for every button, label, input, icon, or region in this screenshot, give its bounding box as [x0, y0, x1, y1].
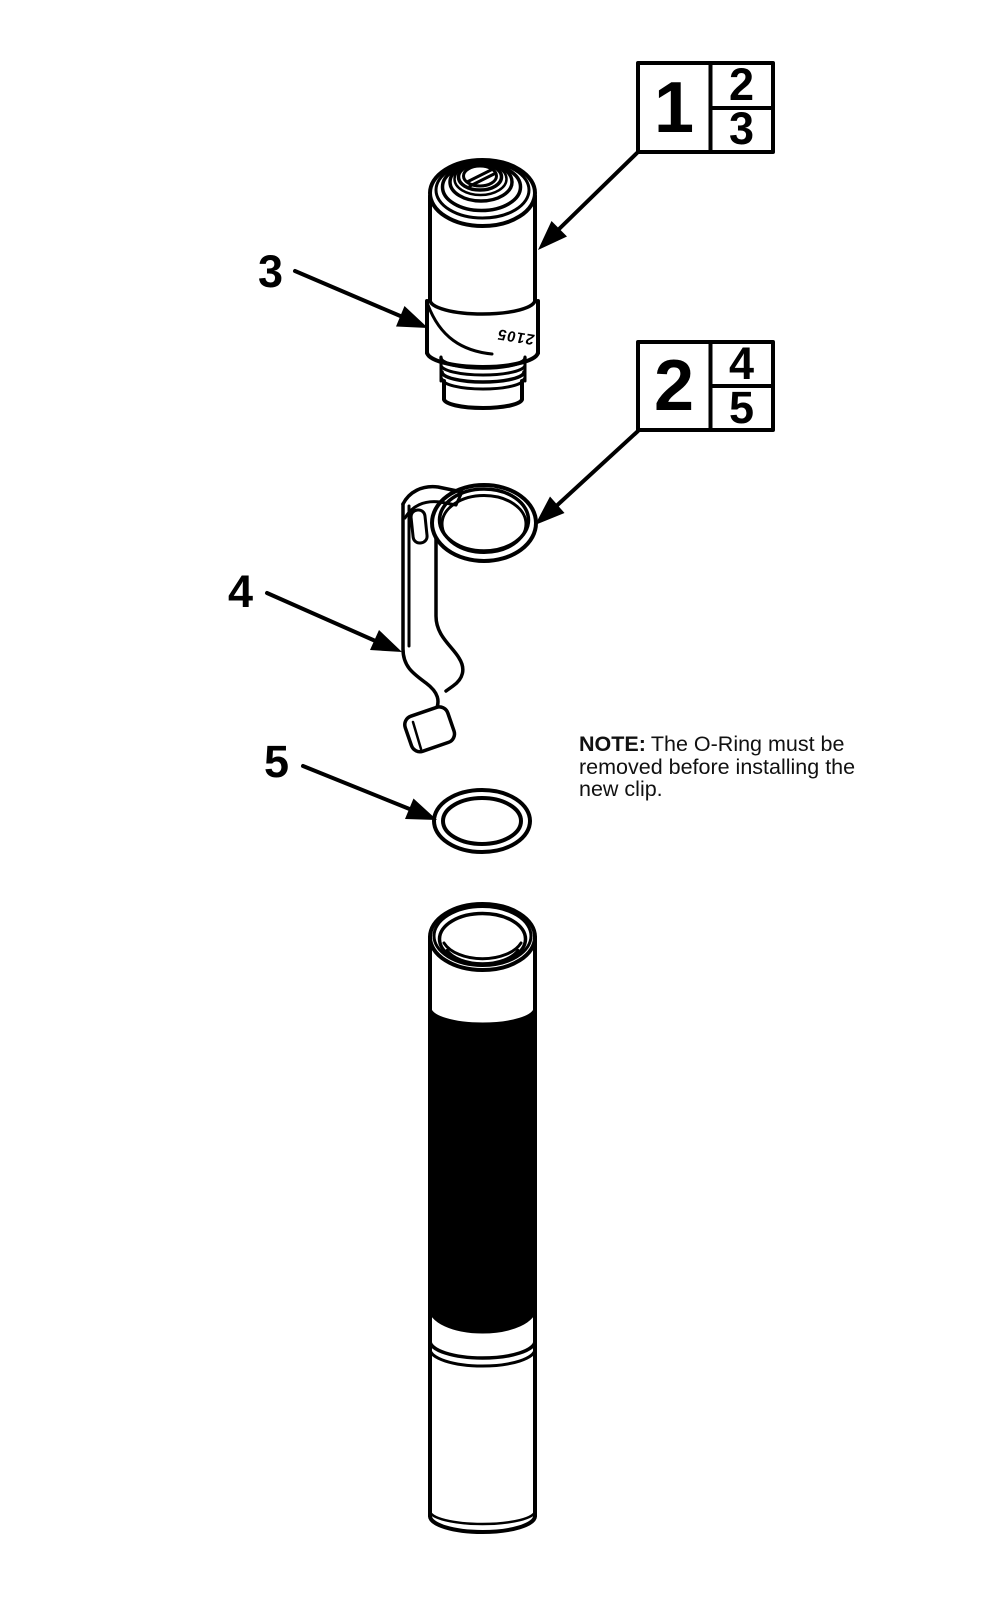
collar-seam	[426, 303, 494, 356]
switch-slot	[465, 168, 493, 184]
callout-box-2	[636, 340, 775, 432]
head-threads	[439, 355, 527, 391]
body-bottom	[428, 1514, 537, 1534]
arrow-label4-to-clip	[265, 591, 402, 652]
clip-flap	[403, 705, 457, 754]
pocket-clip	[401, 483, 538, 754]
callout1-primary: 1	[653, 67, 695, 148]
flashlight-body	[428, 902, 537, 1534]
arrow-box2-to-clip	[535, 429, 640, 525]
flashlight-head	[425, 158, 540, 410]
leader-arrows	[265, 150, 640, 820]
callout2-top: 4	[728, 337, 755, 389]
part-label-5: 5	[264, 736, 290, 787]
o-ring	[432, 788, 532, 854]
note-label: NOTE:	[579, 732, 646, 756]
part-label-4: 4	[228, 566, 254, 617]
callout1-top: 2	[728, 59, 755, 110]
callout1-bottom: 3	[728, 103, 755, 154]
arrow-box1-to-head	[538, 150, 640, 250]
callout2-bottom: 5	[728, 381, 755, 433]
head-stem	[442, 379, 524, 410]
arrow-label5-to-oring	[301, 764, 437, 820]
collar-bottom	[425, 350, 540, 369]
note-body: The O-Ring must be removed before instal…	[579, 732, 856, 801]
callout-box-1	[636, 61, 775, 154]
part-label-3: 3	[258, 246, 284, 297]
callout2-primary: 2	[653, 346, 695, 426]
body-groove	[428, 1339, 537, 1360]
arrow-label3-to-collar	[293, 269, 428, 328]
clip-slot	[409, 508, 429, 545]
note-text: NOTE:The O-Ring must be removed before i…	[579, 733, 871, 801]
